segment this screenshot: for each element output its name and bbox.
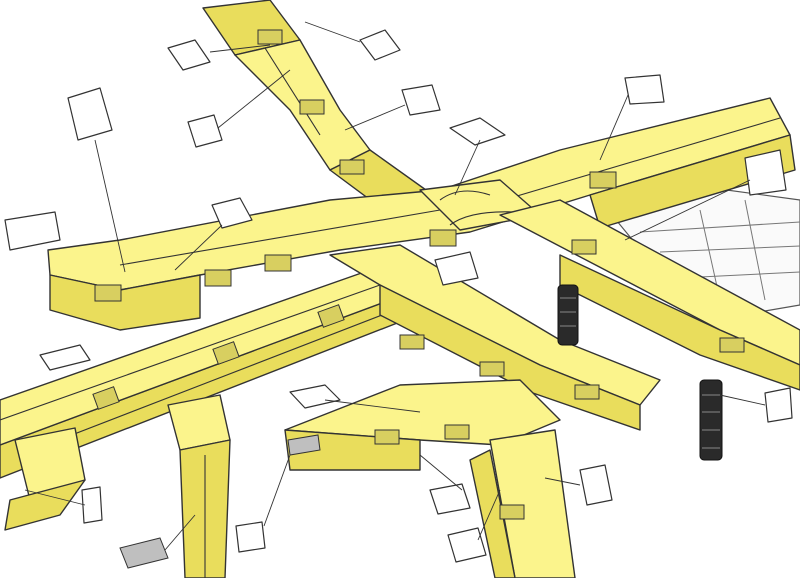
flexible-conduits: [557, 284, 723, 461]
middle-duct: [329, 244, 661, 431]
lower-tee-duct: [284, 379, 576, 578]
leader-lines: [24, 21, 766, 551]
right-branch-duct: [499, 199, 800, 391]
upper-cross-duct: [47, 97, 796, 331]
fitting-parts: [4, 29, 793, 569]
drop-supports: [4, 394, 231, 578]
